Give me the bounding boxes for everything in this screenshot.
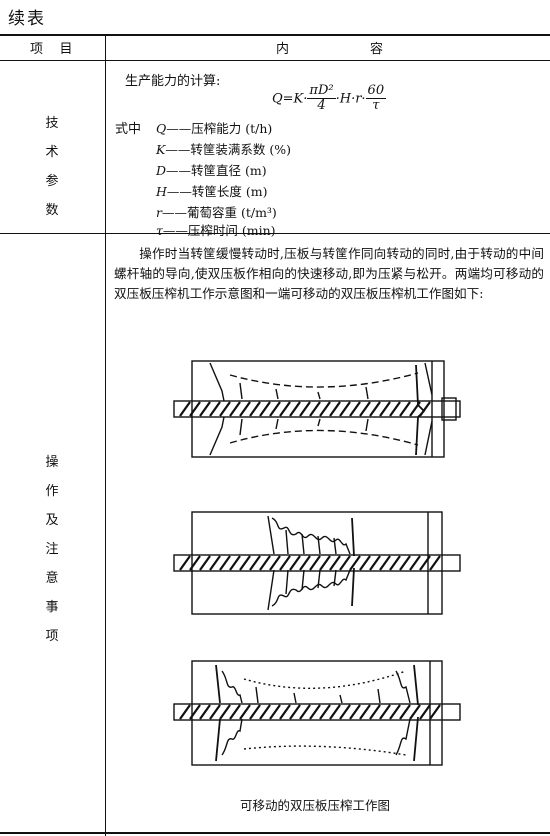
section-divider (0, 233, 550, 234)
press-diagram-2 (173, 511, 461, 615)
header-content-2: 容 (370, 42, 384, 57)
definition-d: D——转筐直径 (m) (156, 163, 267, 178)
where-label: 式中 (115, 122, 142, 137)
table-top-rule (0, 34, 550, 36)
header-content-1: 内 (276, 42, 290, 57)
definition-k: K——转筐装满系数 (%) (156, 142, 291, 157)
definition-tau: τ——压榨时间 (min) (156, 223, 276, 238)
table-bottom-rule (0, 832, 550, 834)
definition-h: H——转筐长度 (m) (156, 184, 268, 199)
section-label-operation: 操 作 及 注 意 事 项 (45, 455, 59, 644)
figure-caption: 可移动的双压板压榨工作图 (240, 798, 391, 813)
definition-q: Q——压榨能力 (t/h) (156, 121, 273, 136)
header-rule (0, 60, 550, 61)
section-label-tech: 技 术 参 数 (45, 116, 59, 218)
press-diagram-1 (173, 360, 461, 458)
header-item: 项 目 (30, 42, 73, 57)
operation-paragraph: 操作时当转筐缓慢转动时,压板与转筐作同向转动的同时,由于转动的中间螺杆轴的导向,… (114, 246, 544, 301)
press-diagram-3 (173, 660, 461, 766)
definition-r: r——葡萄容重 (t/m³) (156, 205, 277, 220)
column-divider (105, 34, 106, 836)
page-title: 续表 (8, 9, 46, 29)
formula-intro: 生产能力的计算: (125, 74, 221, 89)
